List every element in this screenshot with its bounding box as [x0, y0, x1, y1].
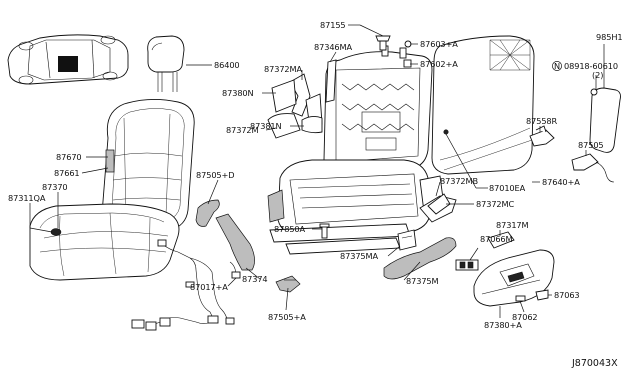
clip-87063 — [535, 289, 549, 301]
label-87505D: 87505+D — [196, 170, 235, 180]
leader-lines — [29, 24, 605, 318]
label-87017A: 87017+A — [190, 282, 228, 292]
side-airbag-985H1 — [589, 87, 621, 153]
seat-assembly-left — [29, 99, 195, 281]
label-87346MA: 87346MA — [314, 42, 353, 52]
label-08918-60610: 08918-60610 — [564, 61, 618, 71]
switch-87066M — [455, 259, 479, 271]
label-08918-qty: (2) — [592, 70, 603, 80]
bolt-87850A — [319, 223, 330, 239]
trim-87375MA — [397, 229, 417, 251]
label-87370: 87370 — [42, 182, 68, 192]
bracket-87558R — [529, 125, 555, 147]
label-87661: 87661 — [54, 168, 80, 178]
vehicle-locator-illustration — [7, 34, 129, 85]
label-87505: 87505 — [578, 140, 604, 150]
headrest-86400 — [147, 35, 212, 92]
label-87372MA: 87372MA — [264, 64, 303, 74]
label-87850A: 87850A — [274, 224, 306, 234]
clip-87062 — [515, 295, 526, 302]
harness-87017A — [131, 239, 241, 331]
label-87603A: 87603+A — [420, 39, 458, 49]
n-circle-letter: N — [554, 61, 560, 71]
label-87317M: 87317M — [496, 220, 529, 230]
n-circle-symbol — [552, 61, 562, 71]
lever-87505D — [195, 199, 220, 227]
knob-87505A — [275, 275, 301, 293]
bracket-87372MA — [289, 59, 337, 117]
knob-87381N — [301, 115, 323, 134]
label-87155: 87155 — [320, 20, 346, 30]
label-87381N: 87381N — [250, 121, 282, 131]
label-87380A: 87380+A — [484, 320, 522, 330]
label-87375M: 87375M — [406, 276, 439, 286]
clip-87602 — [403, 59, 412, 68]
panel-87317M — [487, 231, 515, 249]
diagram-reference-id: J870043X — [571, 358, 618, 369]
label-87311QA: 87311QA — [8, 193, 46, 203]
seat-location-marker — [58, 56, 78, 72]
finisher-87375M — [383, 237, 457, 280]
label-985H1: 985H1 — [596, 32, 623, 42]
label-86400: 86400 — [214, 60, 240, 70]
label-87380N: 87380N — [222, 88, 254, 98]
label-87505A: 87505+A — [268, 312, 306, 322]
part-labels: 86400 87155 87346MA 87603+A 87602+A 985H… — [8, 20, 623, 369]
seatback-board-right — [431, 35, 535, 175]
label-87372MB: 87372MB — [440, 176, 479, 186]
label-87640A: 87640+A — [542, 177, 580, 187]
label-87602A: 87602+A — [420, 59, 458, 69]
trim-87374 — [215, 213, 255, 271]
seat-frame-center — [267, 45, 445, 255]
label-87010EA: 87010EA — [489, 183, 526, 193]
switch-87505 — [571, 153, 615, 183]
label-87375MA: 87375MA — [340, 251, 379, 261]
label-87374: 87374 — [242, 274, 268, 284]
label-87063: 87063 — [554, 290, 580, 300]
label-87372M: 87372M — [226, 125, 259, 135]
label-87372MC: 87372MC — [476, 199, 515, 209]
bolt-87155 — [375, 35, 391, 51]
cover-87380N — [271, 79, 297, 113]
label-87066M: 87066M — [480, 234, 513, 244]
label-87558R: 87558R — [526, 116, 558, 126]
label-87670: 87670 — [56, 152, 82, 162]
side-shield-87380A — [473, 249, 555, 307]
label-87062: 87062 — [512, 312, 538, 322]
